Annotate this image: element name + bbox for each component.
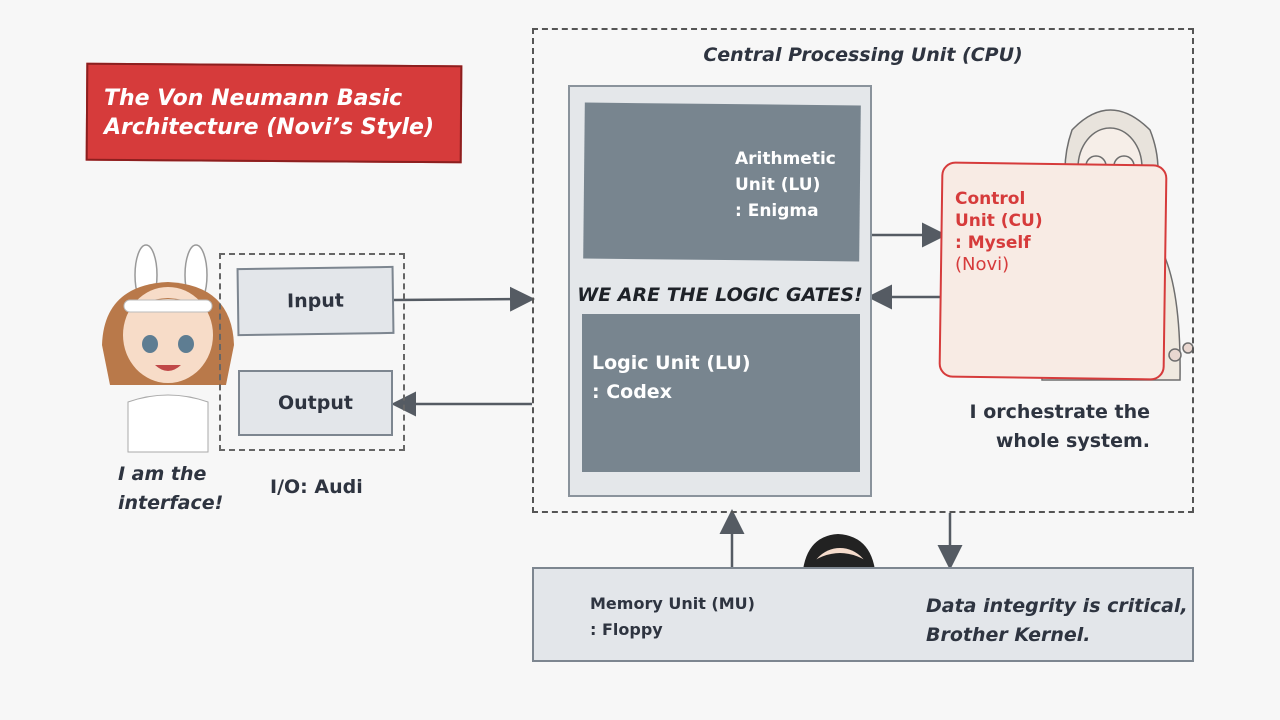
floppy-speech: Data integrity is critical, Brother Kern… bbox=[926, 592, 1188, 650]
control-unit-label: Control Unit (CU) : Myself (Novi) bbox=[955, 188, 1043, 276]
arithmetic-unit-label: Arithmetic Unit (LU) : Enigma bbox=[735, 146, 836, 224]
alu-line-1: Arithmetic bbox=[735, 149, 836, 169]
floppy-speech-line-1: Data integrity is critical, bbox=[926, 595, 1188, 617]
audi-speech: I am the interface! bbox=[118, 460, 238, 518]
novi-speech: I orchestrate the whole system. bbox=[955, 398, 1150, 456]
audi-speech-line-1: I am the bbox=[118, 463, 207, 485]
logic-gates-caption: WE ARE THE LOGIC GATES! bbox=[577, 284, 863, 306]
input-box: Input bbox=[236, 265, 395, 337]
audi-character-illustration bbox=[102, 244, 234, 453]
cu-line-3: : Myself bbox=[955, 233, 1031, 253]
title-line-2: Architecture (Novi’s Style) bbox=[104, 115, 434, 140]
novi-speech-line-1: I orchestrate the bbox=[969, 401, 1150, 423]
audi-speech-line-2: interface! bbox=[118, 492, 224, 514]
cpu-title: Central Processing Unit (CPU) bbox=[703, 44, 1023, 66]
lu-line-1: Logic Unit (LU) bbox=[592, 352, 751, 374]
page-title: The Von Neumann Basic Architecture (Novi… bbox=[104, 84, 454, 142]
mu-line-1: Memory Unit (MU) bbox=[590, 594, 755, 613]
memory-unit-label: Memory Unit (MU) : Floppy bbox=[590, 591, 755, 643]
output-box: Output bbox=[238, 370, 393, 436]
logic-unit-label: Logic Unit (LU) : Codex bbox=[592, 349, 751, 407]
arrow-input-to-cpu bbox=[393, 286, 535, 312]
cpu-boundary bbox=[532, 28, 1194, 513]
io-unit-boundary bbox=[219, 253, 405, 451]
input-label: Input bbox=[286, 289, 345, 313]
mu-line-2: : Floppy bbox=[590, 620, 663, 639]
alu-line-2: Unit (LU) bbox=[735, 175, 821, 195]
alu-line-3: : Enigma bbox=[735, 201, 819, 221]
output-label: Output bbox=[278, 392, 353, 414]
lu-line-2: : Codex bbox=[592, 381, 672, 403]
memory-unit-box bbox=[532, 567, 1194, 662]
cu-line-4: (Novi) bbox=[955, 254, 1010, 275]
logic-unit-panel bbox=[582, 314, 860, 472]
floppy-speech-line-2: Brother Kernel. bbox=[926, 624, 1091, 646]
io-caption: I/O: Audi bbox=[270, 476, 363, 498]
novi-speech-line-2: whole system. bbox=[995, 430, 1150, 452]
cu-line-2: Unit (CU) bbox=[955, 211, 1043, 231]
cu-line-1: Control bbox=[955, 189, 1026, 209]
title-line-1: The Von Neumann Basic bbox=[104, 86, 403, 111]
